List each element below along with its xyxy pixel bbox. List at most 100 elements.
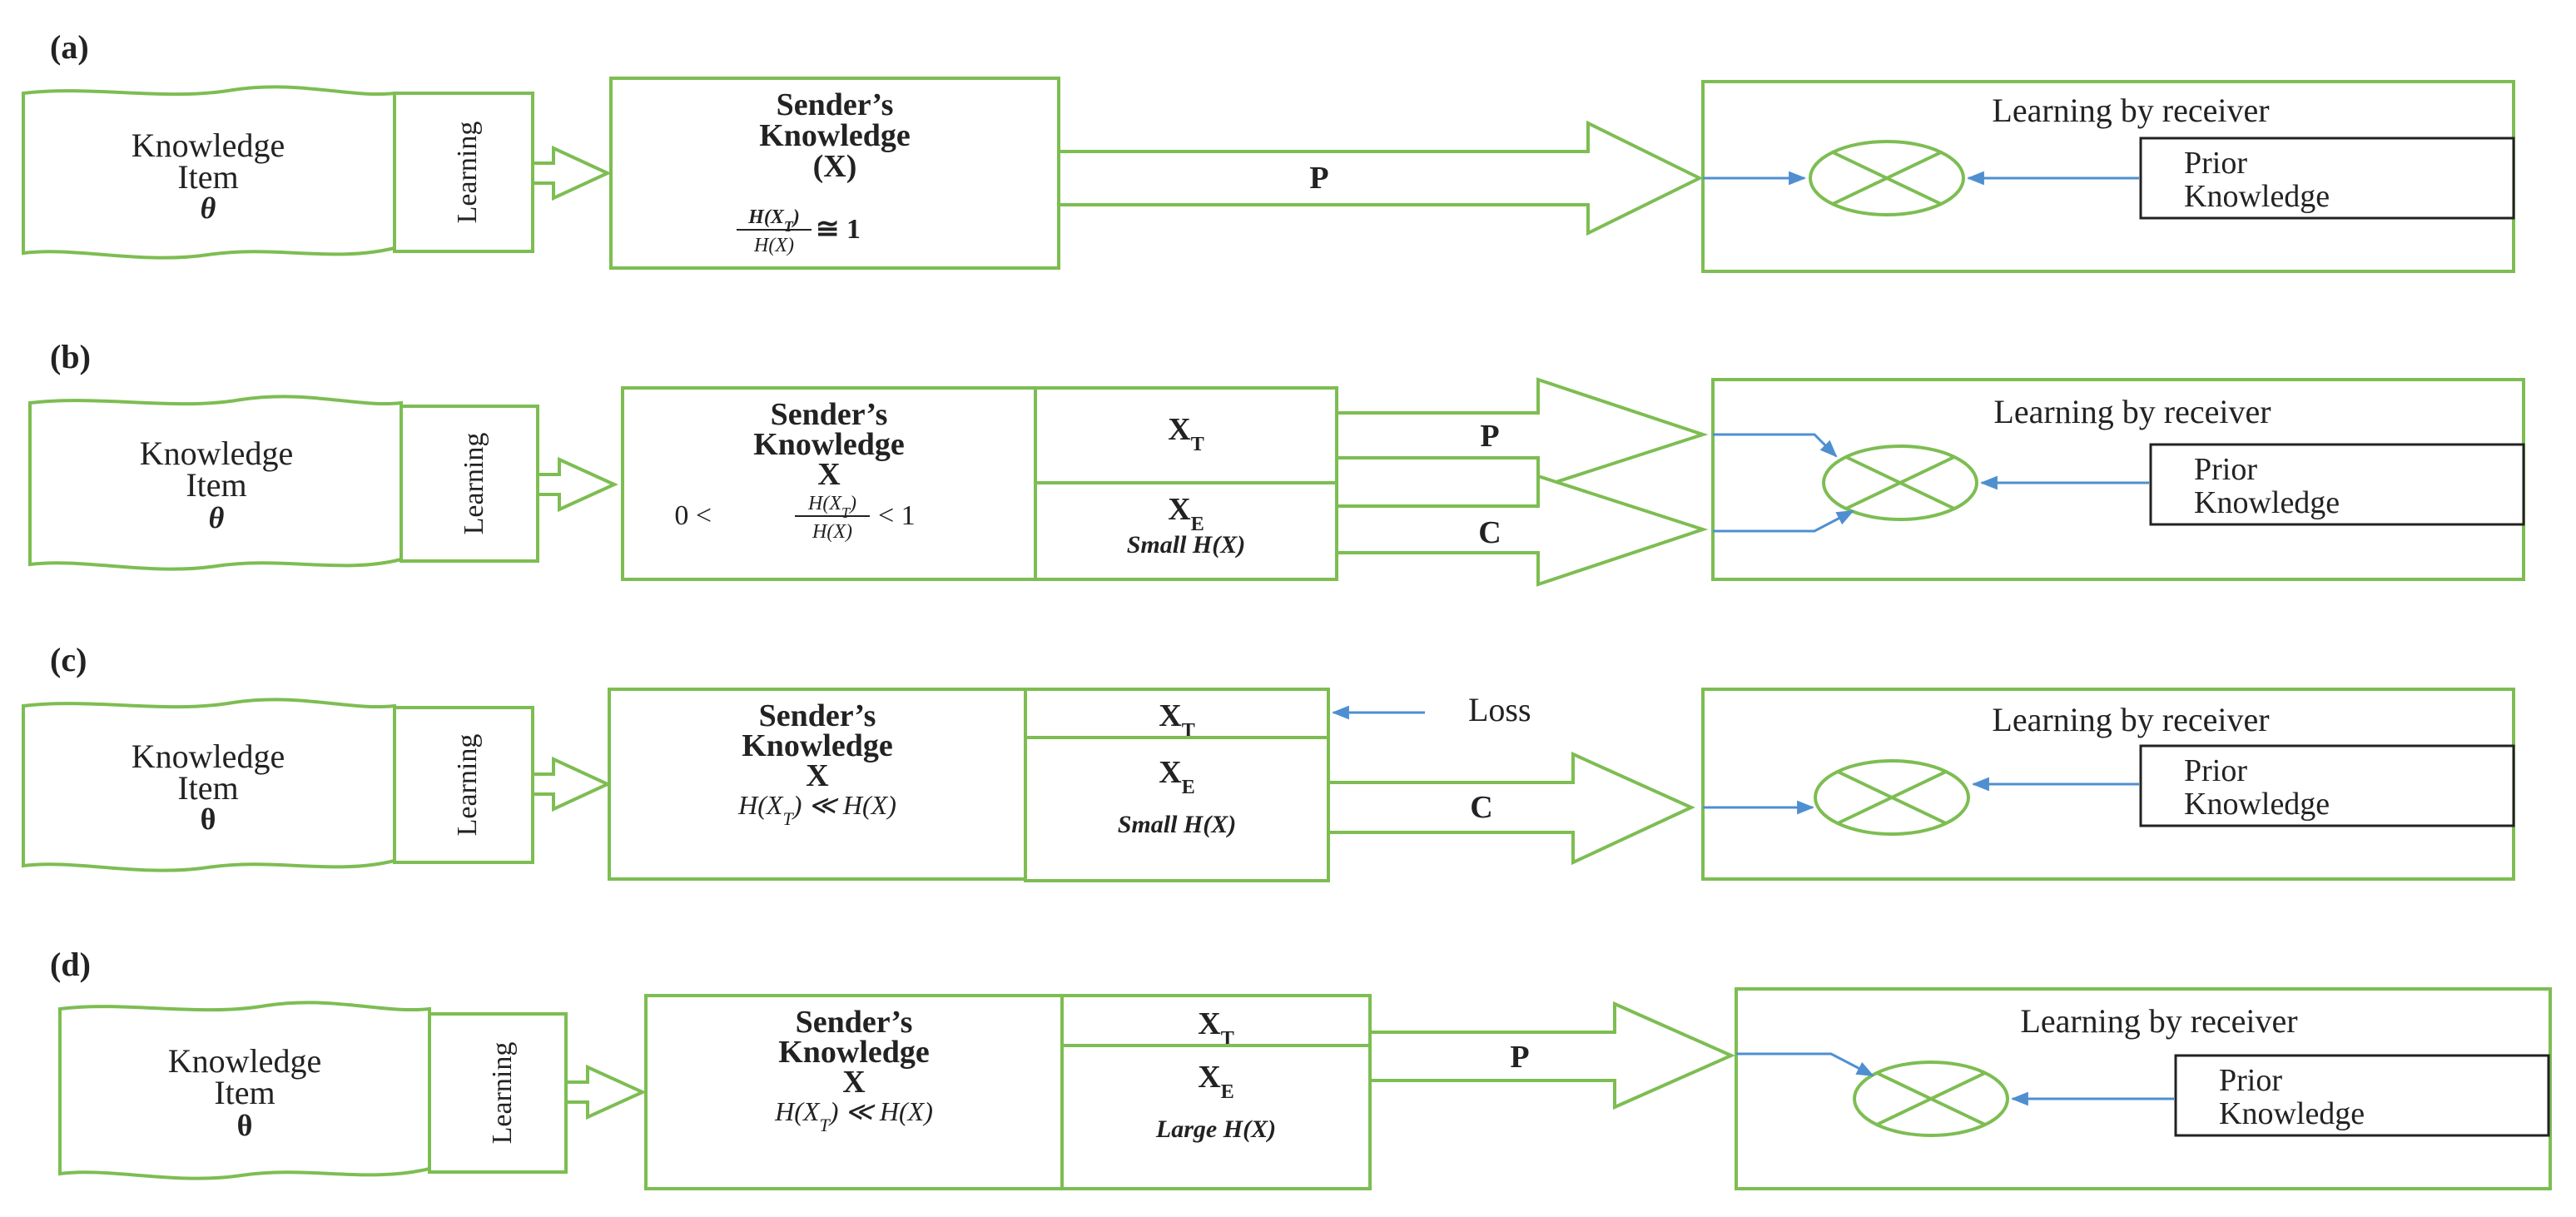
panel-label: (d) [50,946,91,983]
combine-circle-icon [1809,140,1965,216]
channel-arrow-p: P [1057,120,1704,236]
component-xt: XT [1168,412,1204,455]
formula-relation: ≅ 1 [816,214,861,245]
prior-knowledge-box: Prior Knowledge [2149,443,2525,526]
sender-line3: X [817,457,840,492]
prior-line1: Prior [2194,452,2257,487]
input-arrow [1736,1052,1874,1077]
knowledge-item-line2: Item [177,158,238,196]
knowledge-item-line2: Item [186,466,246,504]
component-note: Small H(X) [1118,811,1237,838]
prior-line2: Knowledge [2184,179,2330,214]
receiver-title: Learning by receiver [2020,1002,2297,1040]
prior-knowledge-box: Prior Knowledge [2139,137,2515,220]
receiver-title: Learning by receiver [1992,92,2269,129]
receiver-box: Learning by receiver Prior Knowledge [1701,80,2515,273]
component-box-xe: XE Small H(X) [1034,481,1338,581]
sender-line3: X [806,758,828,793]
learning-box: Learning [400,405,539,563]
knowledge-item-line1: Knowledge [168,1042,321,1080]
panel-d: (d) Knowledge Item θ Learning Sender’s K… [50,946,2552,1190]
channel-label-p: P [1510,1040,1529,1075]
channel-label-p: P [1480,419,1499,454]
formula-left: 0 < [674,500,712,531]
theta-symbol: θ [237,1109,253,1142]
knowledge-item-line2: Item [177,769,238,807]
channel-label-c: C [1470,790,1492,825]
component-box-xe: XE Large H(X) [1060,1044,1372,1190]
learning-box: Learning [393,706,534,864]
combine-circle-icon [1853,1061,2009,1137]
prior-line2: Knowledge [2184,787,2330,822]
channel-label-c: C [1478,515,1501,550]
prior-line2: Knowledge [2219,1096,2365,1131]
component-xt: XT [1198,1006,1233,1050]
knowledge-item-box: Knowledge Item θ [22,85,396,260]
theta-symbol: θ [201,191,216,225]
receiver-box: Learning by receiver Prior Knowledge [1735,987,2552,1190]
formula-numerator: H(XT) [747,206,800,235]
component-box-xt: XT [1034,386,1338,484]
learning-box: Learning [428,1012,568,1174]
channel-label-p: P [1309,161,1328,196]
component-note: Large H(X) [1155,1115,1276,1143]
knowledge-item-line2: Item [214,1074,275,1111]
sender-line3: (X) [813,149,857,184]
knowledge-item-line1: Knowledge [132,738,285,775]
sender-line1: Sender’s [796,1005,913,1040]
small-arrow-icon [536,456,618,513]
sender-knowledge-box: Sender’s Knowledge X 0 < H(XT) H(X) < 1 [621,386,1037,581]
component-box-xt: XT [1060,994,1372,1050]
channel-arrow-p: P [1335,377,1709,490]
sender-line3: X [842,1065,865,1100]
loss-indicator: Loss [1331,691,1531,728]
prior-line1: Prior [2184,753,2247,788]
panel-label: (c) [50,641,87,678]
panel-b: (b) Knowledge Item θ Learning Sender’s K… [28,338,2525,587]
learning-box: Learning [393,92,534,253]
learning-label: Learning [459,433,489,535]
learning-label: Learning [452,122,483,224]
sender-line2: Knowledge [759,118,911,153]
sender-line1: Sender’s [777,87,894,122]
formula-denominator: H(X) [812,521,852,543]
sender-line1: Sender’s [759,698,876,733]
component-xe: XE [1168,492,1204,535]
receiver-box: Learning by receiver Prior Knowledge [1711,378,2525,581]
small-arrow-icon [564,1064,647,1120]
prior-line2: Knowledge [2194,485,2340,520]
theta-symbol: θ [201,802,216,836]
learning-label: Learning [452,734,483,837]
theta-symbol: θ [209,501,225,534]
component-note: Small H(X) [1127,531,1246,559]
panel-label: (a) [50,28,89,66]
small-arrow-icon [531,145,612,201]
component-box-xt: XT [1024,688,1330,742]
formula-denominator: H(X) [753,235,794,256]
knowledge-item-line1: Knowledge [140,435,293,472]
channel-arrow-c: C [1335,474,1709,587]
formula-right: < 1 [878,500,916,531]
learning-label: Learning [487,1042,518,1145]
knowledge-item-box: Knowledge Item θ [58,1001,431,1180]
prior-line1: Prior [2219,1063,2282,1098]
sender-line1: Sender’s [771,397,888,432]
sender-line2: Knowledge [753,427,905,462]
entropy-ratio-formula: 0 < H(XT) H(X) < 1 [674,493,915,543]
entropy-inequality: H(XT) ≪ H(X) [737,790,896,829]
knowledge-item-box: Knowledge Item θ [22,698,396,872]
channel-arrow-c: C [1327,751,1695,866]
prior-knowledge-box: Prior Knowledge [2139,744,2515,827]
sender-knowledge-box: Sender’s Knowledge (X) H(XT) H(X) ≅ 1 [609,77,1060,270]
input-arrow-top [1713,433,1838,458]
sender-knowledge-box: Sender’s Knowledge X H(XT) ≪ H(X) [644,994,1064,1190]
receiver-title: Learning by receiver [1992,701,2269,738]
panel-a: (a) Knowledge Item θ Learning Sender’s K… [22,28,2515,273]
component-box-xe: XE Small H(X) [1024,736,1330,882]
receiver-box: Learning by receiver Prior Knowledge [1701,688,2515,881]
component-xe: XE [1159,755,1194,798]
entropy-ratio-formula: H(XT) H(X) ≅ 1 [737,206,861,256]
sender-knowledge-box: Sender’s Knowledge X H(XT) ≪ H(X) [608,688,1027,881]
channel-arrow-p: P [1368,1001,1735,1110]
